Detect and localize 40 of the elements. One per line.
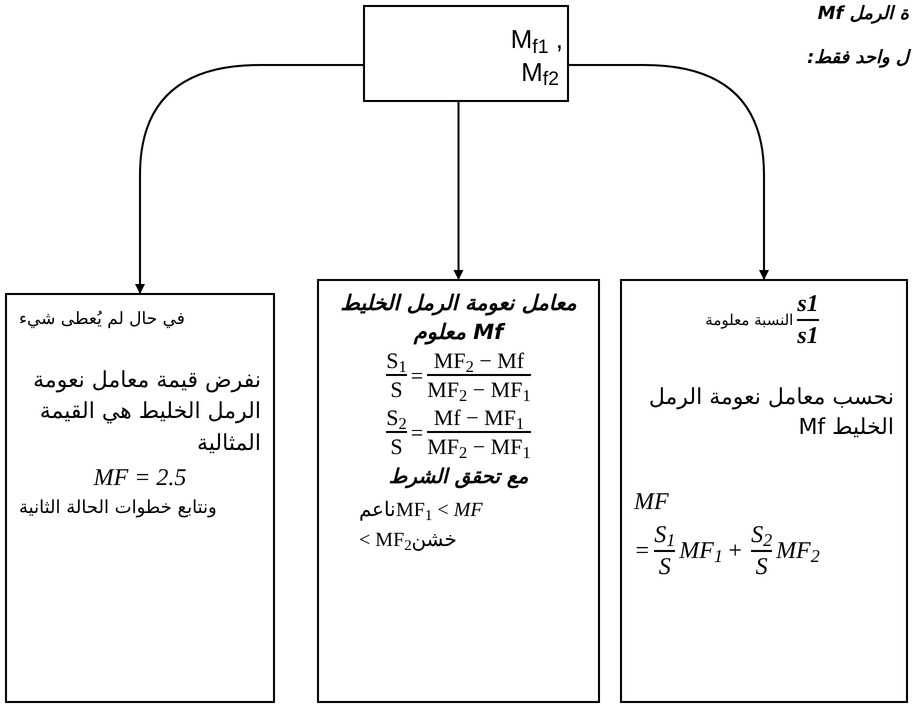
arrow bbox=[569, 64, 769, 280]
denominator: MF$_{2}$ − MF$_{1}$ bbox=[427, 376, 531, 404]
ratio-text: النسبة معلومة bbox=[705, 310, 794, 331]
denominator: S bbox=[658, 552, 671, 582]
numerator: MF$_{2}$ − Mf bbox=[434, 346, 524, 374]
case-heading: في حال لم يُعطى شيء bbox=[19, 308, 185, 331]
formula-term: MF$_{1}$ bbox=[679, 536, 723, 568]
equals-sign: = bbox=[410, 362, 424, 390]
formula: MF = 2.5 bbox=[94, 464, 186, 494]
arrow bbox=[135, 64, 363, 294]
case-box bbox=[620, 279, 908, 703]
denominator: S bbox=[390, 433, 403, 461]
formula: MF bbox=[634, 488, 669, 516]
variable-label: M$_{f2}$ bbox=[521, 56, 559, 88]
case-box bbox=[317, 279, 600, 703]
condition-heading: مع تحقق الشرط bbox=[388, 462, 528, 490]
calculation-text: نحسب معامل نعومة الرمل الخليط Mf bbox=[648, 384, 894, 442]
numerator: Mf − MF$_{1}$ bbox=[434, 404, 524, 432]
plus-sign: + bbox=[726, 536, 744, 566]
variable-label: M$_{f1}$ , bbox=[510, 23, 563, 56]
denominator: S bbox=[390, 376, 403, 404]
formula-term: MF$_{2}$ bbox=[776, 536, 820, 568]
instruction-text: ونتابع خطوات الحالة الثانية bbox=[19, 496, 217, 520]
numerator: s1 bbox=[797, 290, 819, 319]
arrow bbox=[454, 102, 464, 280]
denominator: S bbox=[756, 552, 768, 582]
numerator: S$_{2}$ bbox=[386, 404, 407, 432]
denominator: s1 bbox=[797, 322, 819, 351]
denominator: MF$_{2}$ − MF$_{1}$ bbox=[427, 433, 531, 461]
case-heading: معامل نعومة الرمل الخليط Mf معلوم bbox=[339, 290, 578, 346]
equals-sign: = bbox=[634, 536, 650, 566]
numerator: S$_{1}$ bbox=[386, 346, 407, 374]
numerator: S$_{2}$ bbox=[751, 520, 772, 550]
assumption-text: نفرض قيمة معامل نعومة الرمل الخليط هي القيمة المثالية bbox=[32, 366, 261, 458]
equals-sign: = bbox=[410, 418, 424, 447]
input-box bbox=[363, 5, 569, 102]
heading-fragment: ل واحد فقط: bbox=[807, 44, 909, 71]
case-box bbox=[5, 293, 275, 703]
heading-fragment: ة الرمل Mf bbox=[818, 2, 909, 26]
numerator: S$_{1}$ bbox=[654, 520, 676, 550]
